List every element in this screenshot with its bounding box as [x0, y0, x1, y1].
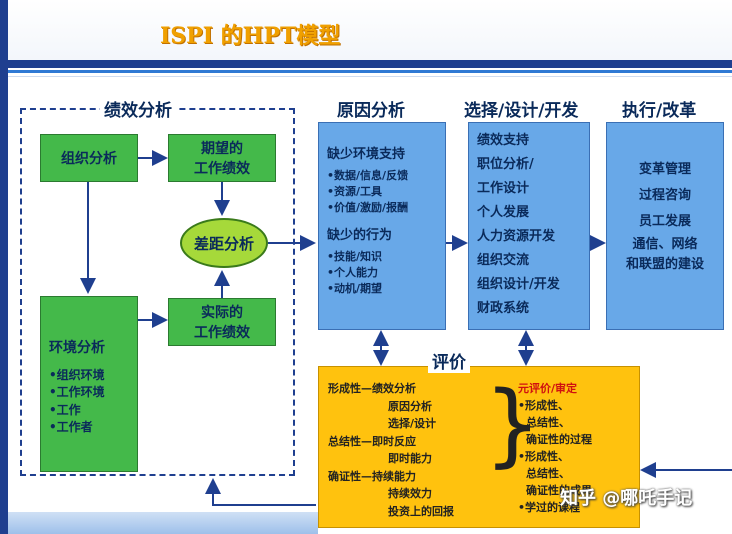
design-heading: 选择/设计/开发 [460, 96, 583, 121]
actual-line-1: 实际的 [201, 305, 243, 321]
implement-box: 变革管理 过程咨询 员工发展 通信、网络 和联盟的建设 [606, 122, 724, 330]
cause-env-item: •资源/工具 [327, 184, 383, 198]
implement-item: 和联盟的建设 [625, 257, 704, 272]
meta-eval-item: 总结性、 [526, 467, 570, 480]
implement-item: 通信、网络 [632, 237, 698, 252]
env-item: •工作 [49, 402, 81, 417]
env-analysis-title: 环境分析 [49, 340, 105, 356]
meta-evaluation-list: 元评价/审定 •形成性、 总结性、 确证性的过程 •形成性、 总结性、 确证性的… [518, 380, 636, 516]
eval-item: 形成性—绩效分析 [328, 382, 416, 395]
evaluation-heading: 评价 [428, 348, 470, 373]
meta-eval-item: •形成性、 [518, 399, 570, 412]
implement-item: 过程咨询 [638, 188, 691, 203]
cause-env-title: 缺少环境支持 [327, 147, 406, 162]
cause-env-item: •数据/信息/反馈 [327, 169, 409, 182]
cause-analysis-box: 缺少环境支持 •数据/信息/反馈 •资源/工具 •价值/激励/报酬 缺少的行为 … [318, 122, 446, 330]
header-band-thin [8, 76, 732, 77]
implement-heading: 执行/改革 [618, 96, 701, 121]
environment-analysis-box: 环境分析 •组织环境 •工作环境 •工作 •工作者 [40, 296, 138, 472]
header-band-accent [8, 70, 732, 73]
evaluation-left-list: 形成性—绩效分析 原因分析 选择/设计 总结性—即时反应 即时能力 确证性—持续… [328, 380, 488, 520]
env-item: •工作者 [49, 420, 93, 435]
env-item: •工作环境 [49, 385, 105, 400]
meta-eval-item: 确证性的成果 [526, 484, 592, 497]
eval-item: 确证性—持续能力 [328, 469, 416, 483]
performance-analysis-heading: 绩效分析 [100, 96, 176, 121]
design-box: 绩效支持 职位分析/ 工作设计 个人发展 人力资源开发 组织交流 组织设计/开发… [468, 122, 590, 330]
meta-eval-item: •学过的课程 [518, 501, 581, 514]
header-area [8, 0, 732, 60]
actual-performance-box: 实际的 工作绩效 [168, 298, 276, 346]
left-accent-bar [0, 0, 8, 534]
implement-item: 变革管理 [638, 162, 691, 177]
gap-analysis-label: 差距分析 [193, 234, 254, 253]
design-item: 职位分析/ [477, 157, 534, 172]
design-item: 人力资源开发 [477, 229, 556, 244]
expected-performance-box: 期望的 工作绩效 [168, 134, 276, 182]
design-item: 组织设计/开发 [477, 277, 560, 292]
meta-eval-item: •形成性、 [518, 450, 570, 463]
cause-analysis-heading: 原因分析 [333, 96, 409, 121]
brace-symbol: } [484, 372, 542, 477]
meta-eval-item: 总结性、 [526, 416, 570, 429]
cause-behavior-title: 缺少的行为 [327, 227, 393, 243]
evaluation-box [318, 366, 640, 528]
design-item: 个人发展 [477, 205, 530, 220]
meta-eval-title: 元评价/审定 [518, 382, 578, 395]
org-analysis-box: 组织分析 [40, 134, 138, 182]
watermark: 知乎 @哪吒手记 [560, 488, 693, 509]
page-title: ISPI 的HPT模型 [160, 23, 341, 49]
design-item: 绩效支持 [477, 133, 530, 148]
eval-item: 持续效力 [388, 487, 432, 500]
expected-line-2: 工作绩效 [194, 161, 250, 177]
env-item: •组织环境 [49, 368, 105, 382]
gap-analysis-ellipse: 差距分析 [180, 218, 268, 268]
footer-band [8, 512, 318, 534]
implement-item: 员工发展 [638, 214, 691, 229]
arrow-eval-performance [205, 478, 316, 506]
header-band [8, 60, 732, 68]
eval-item: 选择/设计 [388, 417, 437, 430]
design-item: 组织交流 [477, 253, 530, 268]
actual-line-2: 工作绩效 [194, 325, 250, 341]
design-item: 财政系统 [477, 301, 530, 316]
design-item: 工作设计 [477, 181, 530, 196]
expected-line-1: 期望的 [201, 141, 243, 157]
cause-behavior-item: •个人能力 [327, 265, 379, 279]
cause-env-item: •价值/激励/报酬 [327, 200, 409, 214]
eval-item: 总结性—即时反应 [328, 434, 416, 448]
cause-behavior-item: •动机/期望 [327, 281, 383, 295]
eval-item: 投资上的回报 [388, 504, 454, 518]
cause-behavior-item: •技能/知识 [327, 249, 383, 263]
meta-eval-item: 确证性的过程 [526, 433, 592, 446]
eval-item: 原因分析 [388, 399, 432, 413]
eval-item: 即时能力 [388, 452, 432, 465]
org-analysis-label: 组织分析 [61, 151, 117, 167]
